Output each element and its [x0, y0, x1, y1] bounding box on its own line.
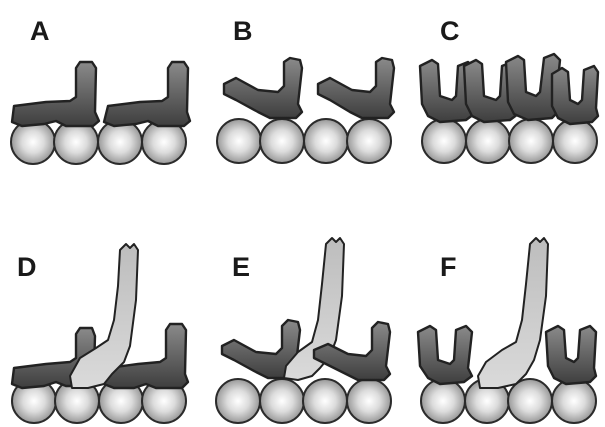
sphere [553, 119, 597, 163]
sphere [304, 119, 348, 163]
panel-b-spheres [217, 119, 391, 163]
panel-d [12, 244, 188, 423]
panel-label-a: A [30, 16, 50, 46]
sphere [303, 379, 347, 423]
bound-molecule-dark [104, 62, 190, 126]
sphere [552, 379, 596, 423]
panel-label-c: C [440, 16, 460, 46]
bound-molecule-dark [418, 326, 472, 384]
sphere [216, 379, 260, 423]
sphere [217, 119, 261, 163]
sphere [11, 120, 55, 164]
panel-label-b: B [233, 16, 253, 46]
bound-molecule-dark [546, 326, 596, 384]
sphere [260, 379, 304, 423]
panel-c [420, 54, 598, 163]
panel-label-d: D [17, 252, 37, 282]
bound-molecule-light [478, 238, 548, 388]
panel-e-spheres [216, 379, 391, 423]
panel-b [217, 58, 394, 163]
sphere [347, 119, 391, 163]
bound-molecule-dark [12, 62, 99, 126]
sphere [260, 119, 304, 163]
bound-molecule-dark [224, 58, 302, 118]
panel-label-f: F [440, 252, 457, 282]
panel-c-spheres [422, 119, 597, 163]
sphere [421, 379, 465, 423]
sphere [347, 379, 391, 423]
bound-molecule-dark [552, 66, 598, 124]
sphere [509, 119, 553, 163]
panel-label-e: E [232, 252, 250, 282]
sphere [466, 119, 510, 163]
sphere [508, 379, 552, 423]
sphere [422, 119, 466, 163]
bound-molecule-dark [318, 58, 394, 118]
panel-a [11, 62, 190, 164]
